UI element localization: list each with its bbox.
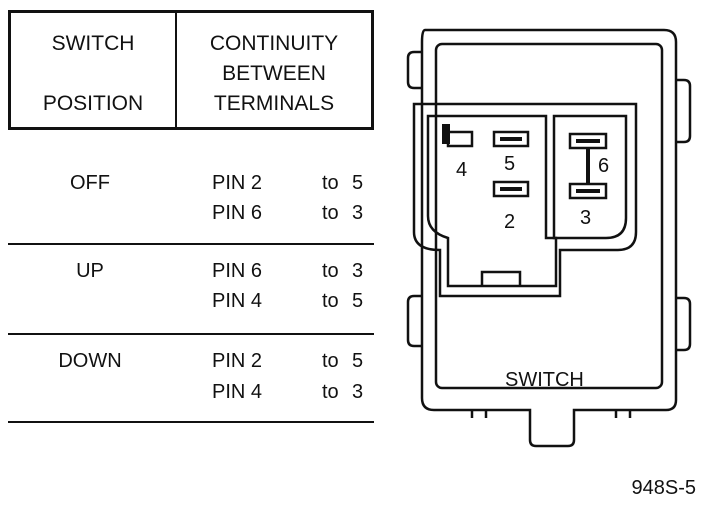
pin-from: PIN 6 xyxy=(212,260,263,282)
position-up: UP xyxy=(76,260,104,282)
pin-to-word: to xyxy=(322,260,339,282)
housing-outline xyxy=(420,28,678,448)
pin-label-6: 6 xyxy=(598,155,609,177)
pin-label-4: 4 xyxy=(456,159,467,181)
pin-label-5: 5 xyxy=(504,153,515,175)
pin-line: PIN 4 to 5 xyxy=(212,290,363,313)
terminal-5 xyxy=(492,130,530,148)
pin-label-2: 2 xyxy=(504,211,515,233)
housing-tab xyxy=(676,296,692,352)
terminal-4 xyxy=(446,130,474,148)
terminal-2-slot xyxy=(500,187,522,191)
connector-shroud xyxy=(412,102,638,298)
pin-to: 3 xyxy=(352,381,364,403)
pin-to: 5 xyxy=(352,290,364,312)
pin-to-word: to xyxy=(322,381,339,403)
terminal-2 xyxy=(492,180,530,198)
header-continuity: CONTINUITY xyxy=(209,32,339,55)
pin-label-3: 3 xyxy=(580,207,591,229)
housing-tab xyxy=(406,294,422,348)
table-header: SWITCH POSITION CONTINUITY BETWEEN TERMI… xyxy=(8,10,374,130)
header-between: BETWEEN xyxy=(222,62,326,85)
figure-code: 948S-5 xyxy=(631,477,697,499)
pin-to-word: to xyxy=(322,350,339,372)
terminal-3-slot xyxy=(576,189,600,193)
row-divider xyxy=(8,421,374,423)
pin-from: PIN 4 xyxy=(212,290,263,312)
pin-line: PIN 2 to 5 xyxy=(212,172,363,195)
housing-tab xyxy=(676,78,692,144)
housing-tab xyxy=(406,50,422,90)
cavity-right xyxy=(552,114,628,240)
header-divider xyxy=(175,13,177,127)
pin-to-word: to xyxy=(322,290,339,312)
pin-to: 3 xyxy=(352,260,364,282)
pin-line: PIN 6 to 3 xyxy=(212,202,363,225)
cavity-left-notch xyxy=(480,270,522,286)
row-divider xyxy=(8,333,374,335)
header-terminals: TERMINALS xyxy=(213,92,335,115)
pin-line: PIN 6 to 3 xyxy=(212,260,363,283)
pin-from: PIN 2 xyxy=(212,350,263,372)
pin-to: 3 xyxy=(352,202,364,224)
header-switch: SWITCH xyxy=(51,32,135,55)
terminal-5-slot xyxy=(500,137,522,141)
header-position: POSITION xyxy=(42,92,144,115)
row-divider xyxy=(8,243,374,245)
pin-line: PIN 2 to 5 xyxy=(212,350,363,373)
pin-to-word: to xyxy=(322,172,339,194)
terminal-4-tab xyxy=(442,124,450,144)
pin-to-word: to xyxy=(322,202,339,224)
switch-label: SWITCH xyxy=(505,369,584,391)
pin-from: PIN 2 xyxy=(212,172,263,194)
pin-to: 5 xyxy=(352,172,364,194)
position-down: DOWN xyxy=(58,350,122,372)
terminal-6-slot xyxy=(576,139,600,143)
pin-from: PIN 4 xyxy=(212,381,263,403)
pin-line: PIN 4 to 3 xyxy=(212,381,363,404)
pin-to: 5 xyxy=(352,350,364,372)
pin-from: PIN 6 xyxy=(212,202,263,224)
position-off: OFF xyxy=(70,172,110,194)
inner-body xyxy=(434,42,664,390)
